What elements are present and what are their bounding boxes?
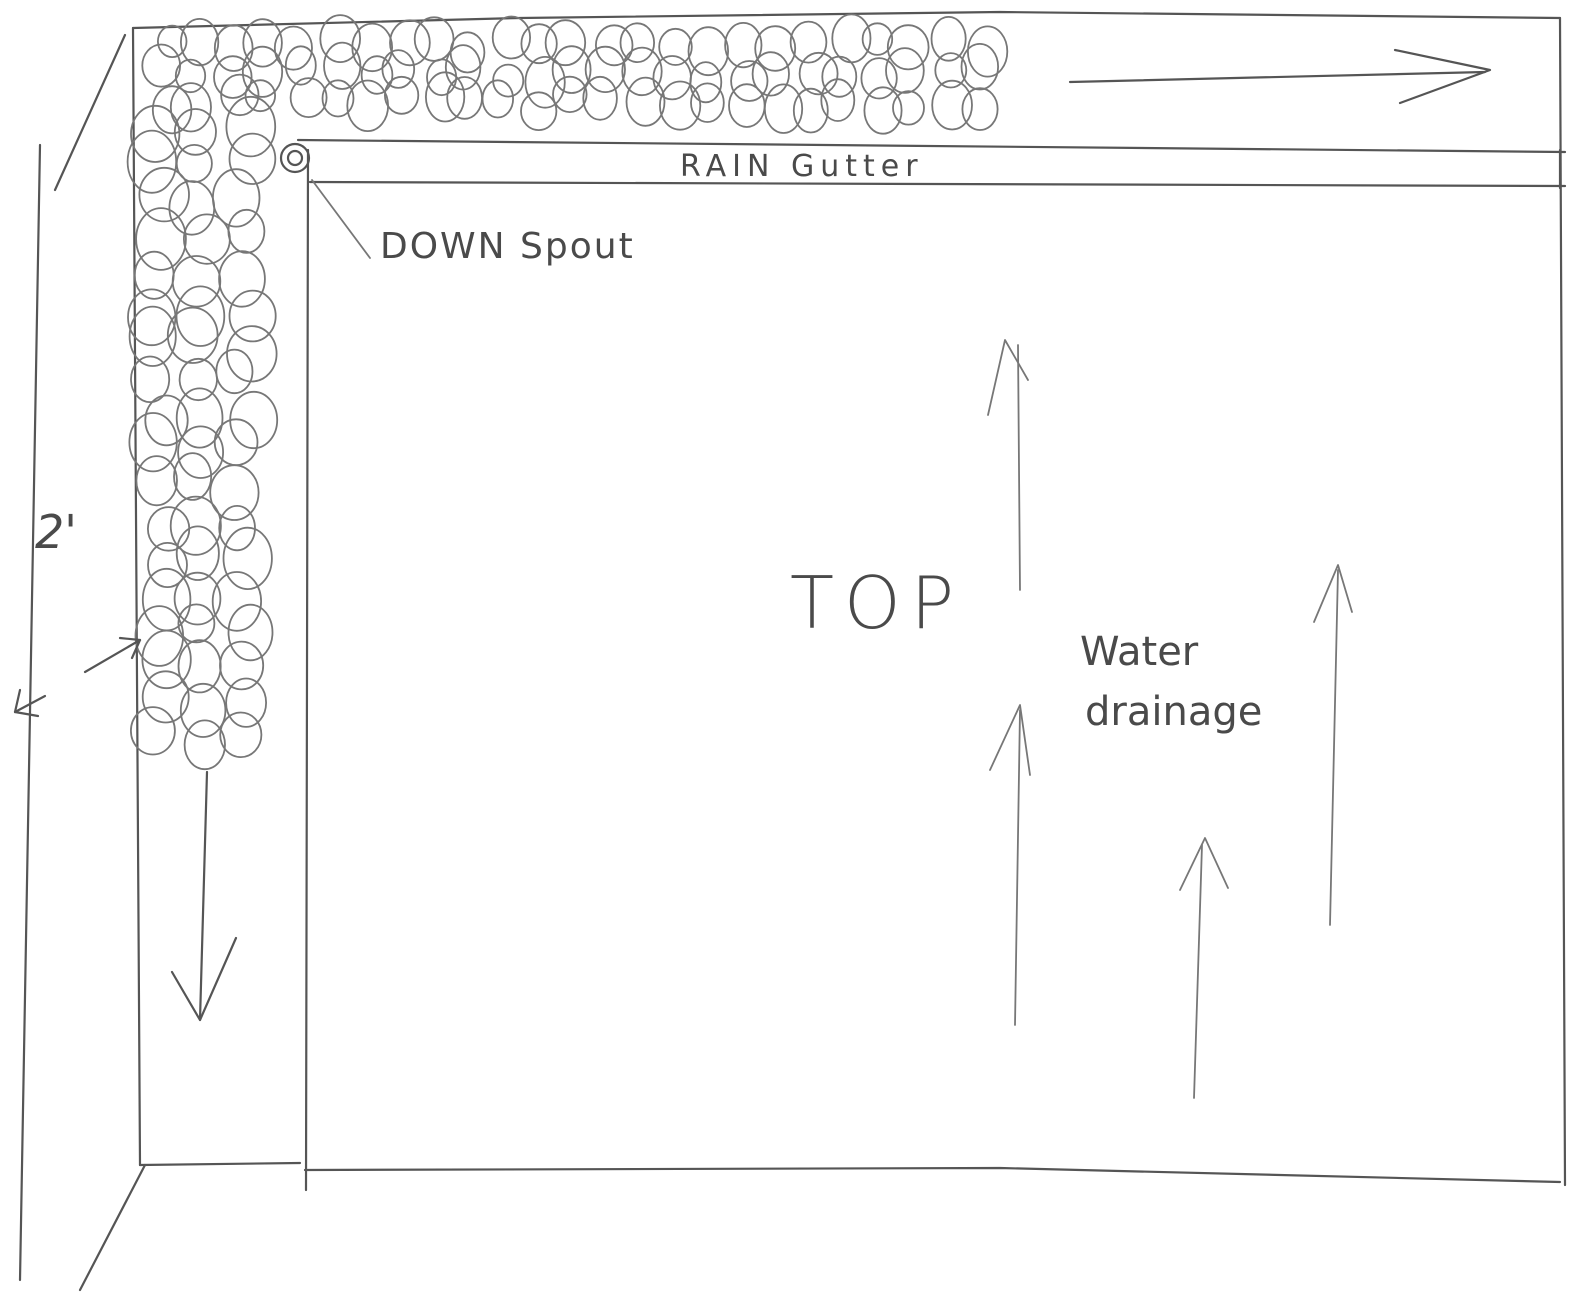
gravel-stone xyxy=(653,56,691,99)
gravel-stone xyxy=(822,57,856,97)
width-arrows xyxy=(15,638,140,716)
gravel-stone xyxy=(136,456,177,505)
gravel-stone xyxy=(136,208,186,270)
gravel-stone xyxy=(385,77,418,114)
gravel-stone xyxy=(415,17,454,61)
gravel-stone xyxy=(178,604,214,642)
gravel-stone xyxy=(525,57,564,108)
gravel-stone xyxy=(586,47,625,92)
gravel-stone xyxy=(216,350,252,394)
gravel-stone xyxy=(886,48,924,93)
gravel-stone xyxy=(229,605,273,661)
perspective-lines xyxy=(20,35,145,1290)
gravel-stone xyxy=(220,713,261,758)
gravel-stone xyxy=(861,58,896,98)
gravel-stone xyxy=(243,47,282,97)
gravel-stone xyxy=(690,62,721,102)
gravel-stone xyxy=(148,507,189,551)
gravel-stone xyxy=(659,29,692,65)
gravel-stone xyxy=(968,26,1007,76)
gravel-stone xyxy=(483,80,514,117)
water-label: Water xyxy=(1080,629,1199,675)
gravel-stone xyxy=(893,91,924,124)
gravel-stone xyxy=(864,87,901,133)
flow-arrow-right xyxy=(1070,50,1490,103)
top-label: TOP xyxy=(790,561,964,645)
drainage-label: drainage xyxy=(1085,689,1262,735)
gravel-stone xyxy=(446,45,481,89)
gravel-stone xyxy=(382,50,414,88)
gutter-label: RAIN Gutter xyxy=(680,149,924,184)
gravel-stone xyxy=(185,720,225,769)
spout-leader-line xyxy=(312,180,370,258)
gravel-stone xyxy=(427,59,456,95)
gravel-stone xyxy=(596,25,633,65)
length-arrow xyxy=(172,772,236,1020)
gravel-stone xyxy=(153,86,192,133)
gravel-stone xyxy=(362,56,393,94)
gravel-stone xyxy=(228,210,264,253)
gravel-stone xyxy=(224,528,272,589)
gravel-stone xyxy=(832,14,870,62)
gravel-stone xyxy=(962,44,999,90)
gravel-stone xyxy=(729,84,765,127)
gravel-stone xyxy=(553,77,587,112)
gravel-stone xyxy=(175,109,216,155)
gravel-stone xyxy=(219,251,265,307)
gravel-stone xyxy=(451,32,485,72)
gravel-stone xyxy=(347,81,388,132)
gravel-bed xyxy=(128,14,1008,769)
down-spout-icon xyxy=(281,144,309,172)
gravel-stone xyxy=(493,17,530,59)
gravel-stone xyxy=(169,181,214,235)
spout-label: DOWN Spout xyxy=(380,226,635,267)
width-dimension-label: 2' xyxy=(35,505,77,559)
gravel-stone xyxy=(962,88,997,130)
gravel-stone xyxy=(583,77,617,120)
gravel-stone xyxy=(660,82,700,130)
gravel-stone xyxy=(621,23,655,62)
gravel-stone xyxy=(627,78,665,126)
gravel-stone xyxy=(291,78,327,117)
gravel-stone xyxy=(426,72,464,121)
gravel-stone xyxy=(765,84,802,133)
gravel-stone xyxy=(521,92,556,130)
gravel-stone xyxy=(226,97,275,157)
gravel-stone xyxy=(226,679,266,727)
gravel-stone xyxy=(324,43,360,89)
